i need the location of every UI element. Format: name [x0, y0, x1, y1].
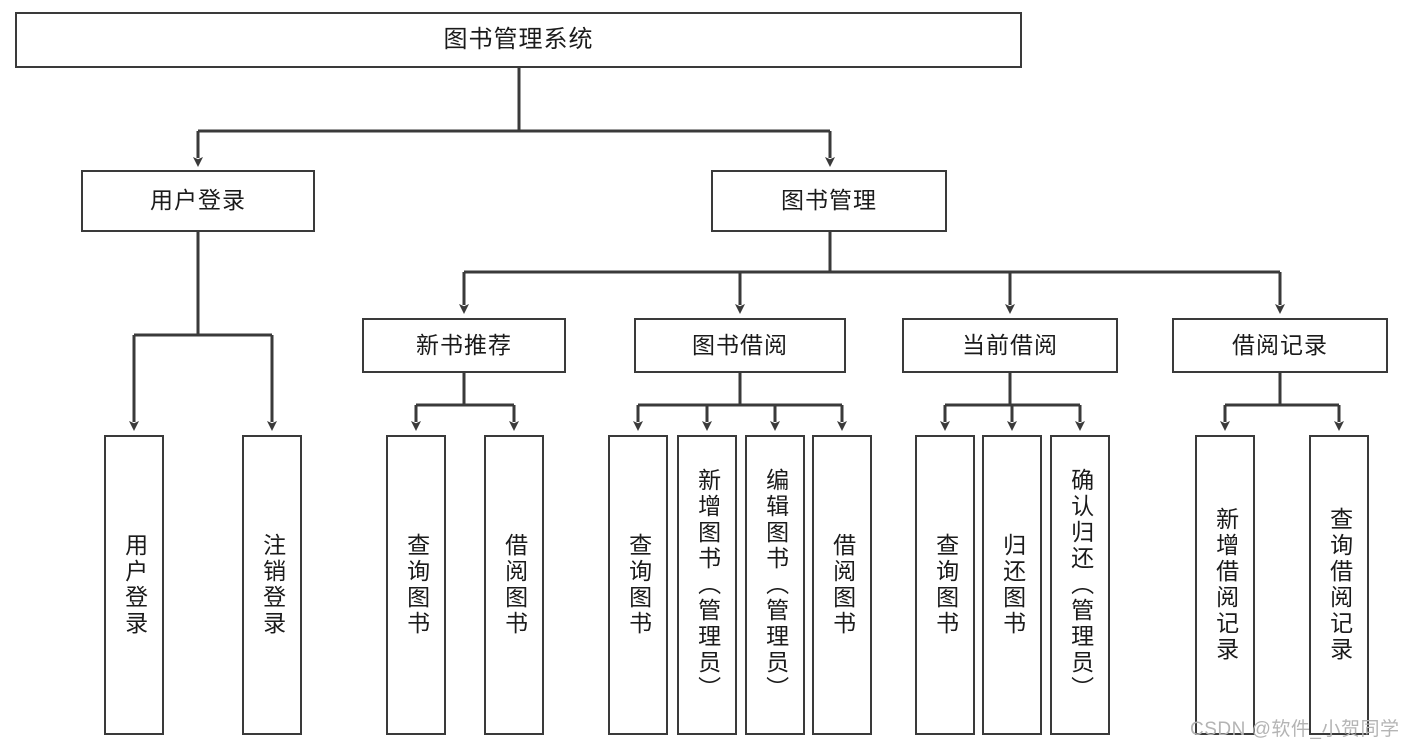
node-label: 新书推荐: [416, 331, 512, 358]
leaf-current-confirm-return-admin[interactable]: 确认归还（管理员）: [1050, 435, 1110, 735]
node-borrow-record[interactable]: 借阅记录: [1172, 318, 1388, 373]
leaf-record-query-borrow-record[interactable]: 查询借阅记录: [1309, 435, 1369, 735]
node-new-book-recommend[interactable]: 新书推荐: [362, 318, 566, 373]
leaf-borrow-edit-book-admin[interactable]: 编辑图书（管理员）: [745, 435, 805, 735]
leaf-current-query-book[interactable]: 查询图书: [915, 435, 975, 735]
node-user-login[interactable]: 用户登录: [81, 170, 315, 232]
leaf-user-logout[interactable]: 注销登录: [242, 435, 302, 735]
node-label: 新增借阅记录: [1212, 507, 1239, 663]
node-root-system[interactable]: 图书管理系统: [15, 12, 1022, 68]
csdn-watermark: CSDN @软件_小贺同学: [1190, 719, 1400, 740]
node-label: 新增图书（管理员）: [694, 468, 721, 702]
node-label: 图书借阅: [692, 331, 788, 358]
node-label: 借阅图书: [501, 533, 528, 637]
node-label: 图书管理: [781, 187, 877, 214]
node-label: 查询图书: [932, 533, 959, 637]
node-label: 查询图书: [403, 533, 430, 637]
leaf-recommend-borrow-book[interactable]: 借阅图书: [484, 435, 544, 735]
leaf-recommend-query-book[interactable]: 查询图书: [386, 435, 446, 735]
node-book-borrow[interactable]: 图书借阅: [634, 318, 846, 373]
leaf-current-return-book[interactable]: 归还图书: [982, 435, 1042, 735]
node-label: 确认归还（管理员）: [1067, 468, 1094, 702]
node-label: 归还图书: [999, 533, 1026, 637]
node-label: 当前借阅: [962, 331, 1058, 358]
node-label: 用户登录: [121, 533, 148, 637]
node-current-borrow[interactable]: 当前借阅: [902, 318, 1118, 373]
node-book-management[interactable]: 图书管理: [711, 170, 947, 232]
node-label: 编辑图书（管理员）: [762, 468, 789, 702]
leaf-borrow-query-book[interactable]: 查询图书: [608, 435, 668, 735]
leaf-borrow-add-book-admin[interactable]: 新增图书（管理员）: [677, 435, 737, 735]
leaf-user-login[interactable]: 用户登录: [104, 435, 164, 735]
node-label: 图书管理系统: [443, 25, 594, 53]
leaf-borrow-borrow-book[interactable]: 借阅图书: [812, 435, 872, 735]
leaf-record-add-borrow-record[interactable]: 新增借阅记录: [1195, 435, 1255, 735]
node-label: 查询图书: [625, 533, 652, 637]
node-label: 注销登录: [259, 533, 286, 637]
node-label: 借阅图书: [829, 533, 856, 637]
node-label: 查询借阅记录: [1326, 507, 1353, 663]
node-label: 用户登录: [150, 187, 246, 214]
node-label: 借阅记录: [1232, 331, 1328, 358]
